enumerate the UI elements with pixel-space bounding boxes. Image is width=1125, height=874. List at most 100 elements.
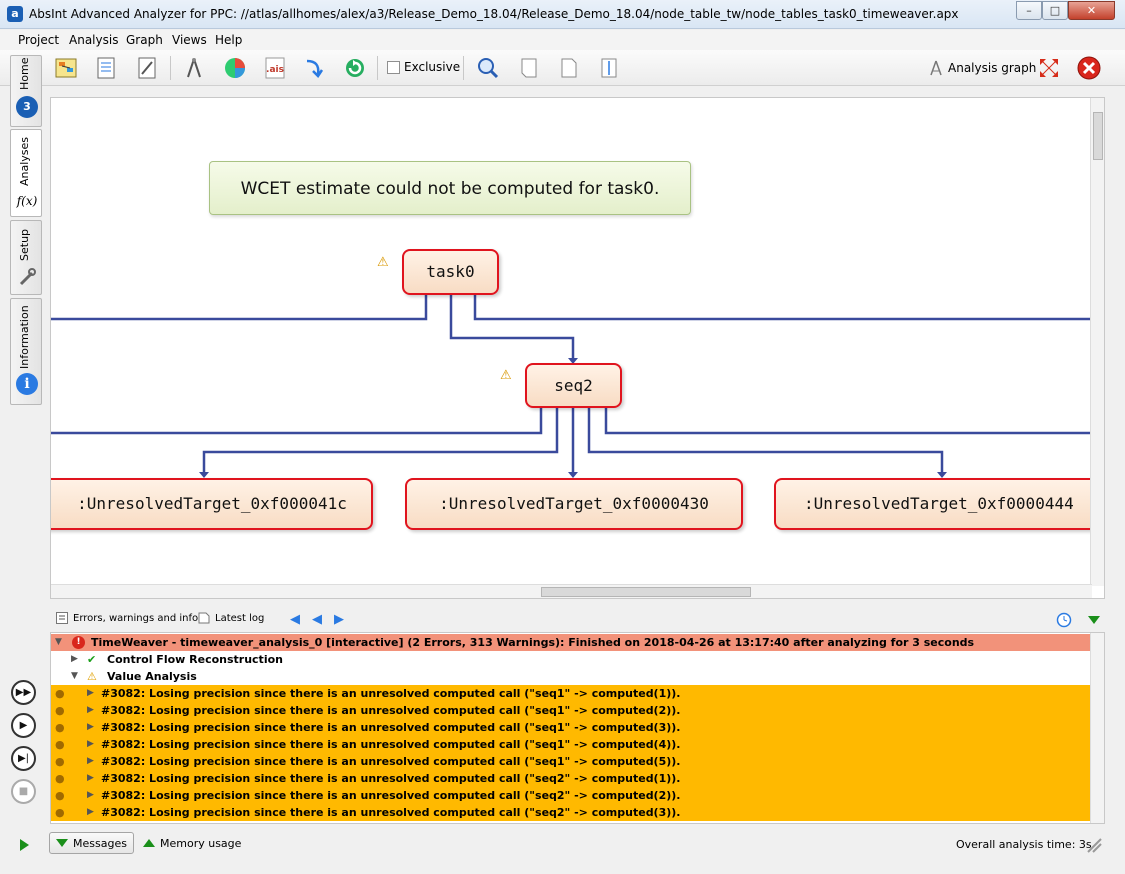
compass-button[interactable] (180, 54, 208, 82)
info-icon: i (16, 373, 38, 395)
analysis-graph-canvas[interactable]: WCET estimate could not be computed for … (50, 97, 1105, 599)
tab-analyses[interactable]: Analyses f(x) (10, 129, 42, 217)
expand-arrow-icon[interactable]: ▶ (87, 688, 94, 698)
group-control-flow[interactable]: ▶ ✔ Control Flow Reconstruction (51, 651, 1092, 668)
analysis-result-text: TimeWeaver - timeweaver_analysis_0 [inte… (91, 636, 975, 649)
graph-node-task0[interactable]: task0 (402, 249, 499, 295)
exclusive-check-box[interactable] (387, 60, 400, 74)
graph-horizontal-scrollbar[interactable] (51, 584, 1092, 598)
analysis-graph-button[interactable]: Analysis graph (928, 60, 1036, 76)
collapse-arrow-icon[interactable]: ▼ (55, 637, 62, 647)
tab-information-label: Information (18, 305, 31, 369)
edge-seq2-target3 (587, 406, 944, 474)
exclusive-checkbox[interactable]: Exclusive (387, 60, 460, 74)
triangle-down-icon (56, 839, 68, 847)
tab-information[interactable]: Information i (10, 298, 42, 405)
message-text: #3082: Losing precision since there is a… (101, 772, 681, 785)
first-message-icon[interactable]: ◀ (290, 612, 300, 627)
message-text: #3082: Losing precision since there is a… (101, 721, 681, 734)
fit-width-button[interactable] (555, 54, 583, 82)
message-row[interactable]: ●▶#3082: Losing precision since there is… (51, 736, 1092, 753)
stop-button[interactable]: ■ (11, 779, 36, 804)
refresh-icon (346, 59, 364, 77)
expand-arrow-icon[interactable]: ▶ (87, 807, 94, 817)
a3-home-icon: 3 (16, 96, 38, 118)
menu-project[interactable]: Project (18, 33, 60, 47)
message-row[interactable]: ●▶#3082: Losing precision since there is… (51, 719, 1092, 736)
fit-page-button[interactable] (515, 54, 543, 82)
expand-arrow-icon[interactable]: ▶ (71, 654, 78, 664)
analysis-result-header[interactable]: ▼ ! TimeWeaver - timeweaver_analysis_0 [… (51, 634, 1092, 651)
collapse-arrow-icon[interactable]: ▼ (71, 671, 78, 681)
message-text: #3082: Losing precision since there is a… (101, 704, 681, 717)
expand-arrow-icon[interactable]: ▶ (87, 773, 94, 783)
expand-arrow-icon[interactable]: ▶ (87, 756, 94, 766)
step-button[interactable]: ▶| (11, 746, 36, 771)
menu-graph[interactable]: Graph (126, 33, 163, 47)
expand-arrow-icon[interactable]: ▶ (87, 739, 94, 749)
minimize-button[interactable]: – (1016, 1, 1042, 20)
graph-vertical-scrollbar[interactable] (1090, 98, 1104, 586)
graph-node-unresolved-target-41c[interactable]: :UnresolvedTarget_0xf000041c (51, 478, 373, 530)
reload-button[interactable] (341, 54, 369, 82)
graph-node-unresolved-target-430[interactable]: :UnresolvedTarget_0xf0000430 (405, 478, 743, 530)
message-row[interactable]: ●▶#3082: Losing precision since there is… (51, 753, 1092, 770)
maximize-button[interactable]: □ (1042, 1, 1068, 20)
errors-warnings-tab[interactable]: Errors, warnings and info (56, 612, 198, 624)
latest-log-tab[interactable]: Latest log (198, 612, 264, 624)
status-bar: Messages Memory usage Overall analysis t… (0, 830, 1125, 860)
run-icon[interactable] (20, 839, 29, 851)
message-row[interactable]: ● ▶ #3082: Losing precision since there is… (51, 804, 1092, 821)
zoom-button[interactable] (474, 54, 502, 82)
message-text: #3082: Losing precision since there is a… (101, 806, 681, 819)
message-row[interactable]: ●▶#3082: Losing precision since there is… (51, 685, 1092, 702)
fit-height-button[interactable] (595, 54, 623, 82)
svg-text:.ais: .ais (266, 65, 284, 75)
messages-vertical-scrollbar[interactable] (1090, 633, 1104, 823)
statistics-button[interactable] (221, 54, 249, 82)
group-value-analysis[interactable]: ▼ ⚠ Value Analysis (51, 668, 1092, 685)
graph-node-seq2[interactable]: seq2 (525, 363, 622, 408)
messages-tab[interactable]: Messages (49, 832, 134, 854)
collapse-pane-icon[interactable] (1088, 616, 1100, 624)
memory-usage-tab[interactable]: Memory usage (137, 832, 247, 854)
message-row[interactable]: ● ▶ #3082: Losing precision since there is… (51, 702, 1092, 719)
resize-grip-icon[interactable] (1084, 835, 1104, 855)
annotation-button[interactable] (133, 54, 161, 82)
arrow-head-target2 (568, 472, 578, 478)
message-row[interactable]: ●▶#3082: Losing precision since there is… (51, 787, 1092, 804)
graph-vertical-scroll-thumb[interactable] (1093, 112, 1103, 160)
bulb-icon: ● (55, 806, 65, 819)
clock-icon[interactable] (1056, 612, 1072, 628)
expand-arrow-icon[interactable]: ▶ (87, 790, 94, 800)
play-button[interactable]: ▶ (11, 713, 36, 738)
expand-arrow-icon[interactable]: ▶ (87, 705, 94, 715)
message-row[interactable]: ●▶#3082: Losing precision since there is… (51, 770, 1092, 787)
close-window-button[interactable]: ✕ (1068, 1, 1115, 20)
menu-analysis[interactable]: Analysis (69, 33, 119, 47)
expand-arrow-icon[interactable]: ▶ (87, 722, 94, 732)
graph-horizontal-scroll-thumb[interactable] (541, 587, 751, 597)
latest-log-label: Latest log (215, 612, 265, 624)
message-text: #3082: Losing precision since there is a… (101, 789, 681, 802)
fast-forward-button[interactable]: ▶▶ (11, 680, 36, 705)
messages-list[interactable]: ▼ ! TimeWeaver - timeweaver_analysis_0 [… (50, 632, 1105, 824)
step-into-button[interactable] (300, 54, 328, 82)
report-view-button[interactable] (92, 54, 120, 82)
control-flow-view-button[interactable] (52, 54, 80, 82)
error-icon: ! (72, 636, 85, 649)
menu-views[interactable]: Views (172, 33, 207, 47)
previous-message-icon[interactable]: ◀ (312, 612, 322, 627)
wrench-icon (16, 267, 38, 289)
tab-home[interactable]: Home 3 (10, 55, 42, 127)
cancel-analysis-button[interactable] (1075, 54, 1103, 82)
fullscreen-button[interactable] (1035, 54, 1063, 82)
bulb-icon: ● (55, 704, 65, 717)
ais-file-button[interactable]: .ais (261, 54, 289, 82)
graph-node-unresolved-target-444[interactable]: :UnresolvedTarget_0xf0000444 (774, 478, 1104, 530)
bulb-icon: ● (55, 755, 65, 768)
tab-setup[interactable]: Setup (10, 220, 42, 295)
graph-edges (51, 288, 1092, 478)
next-message-icon[interactable]: ▶ (334, 612, 344, 627)
menu-help[interactable]: Help (215, 33, 243, 47)
